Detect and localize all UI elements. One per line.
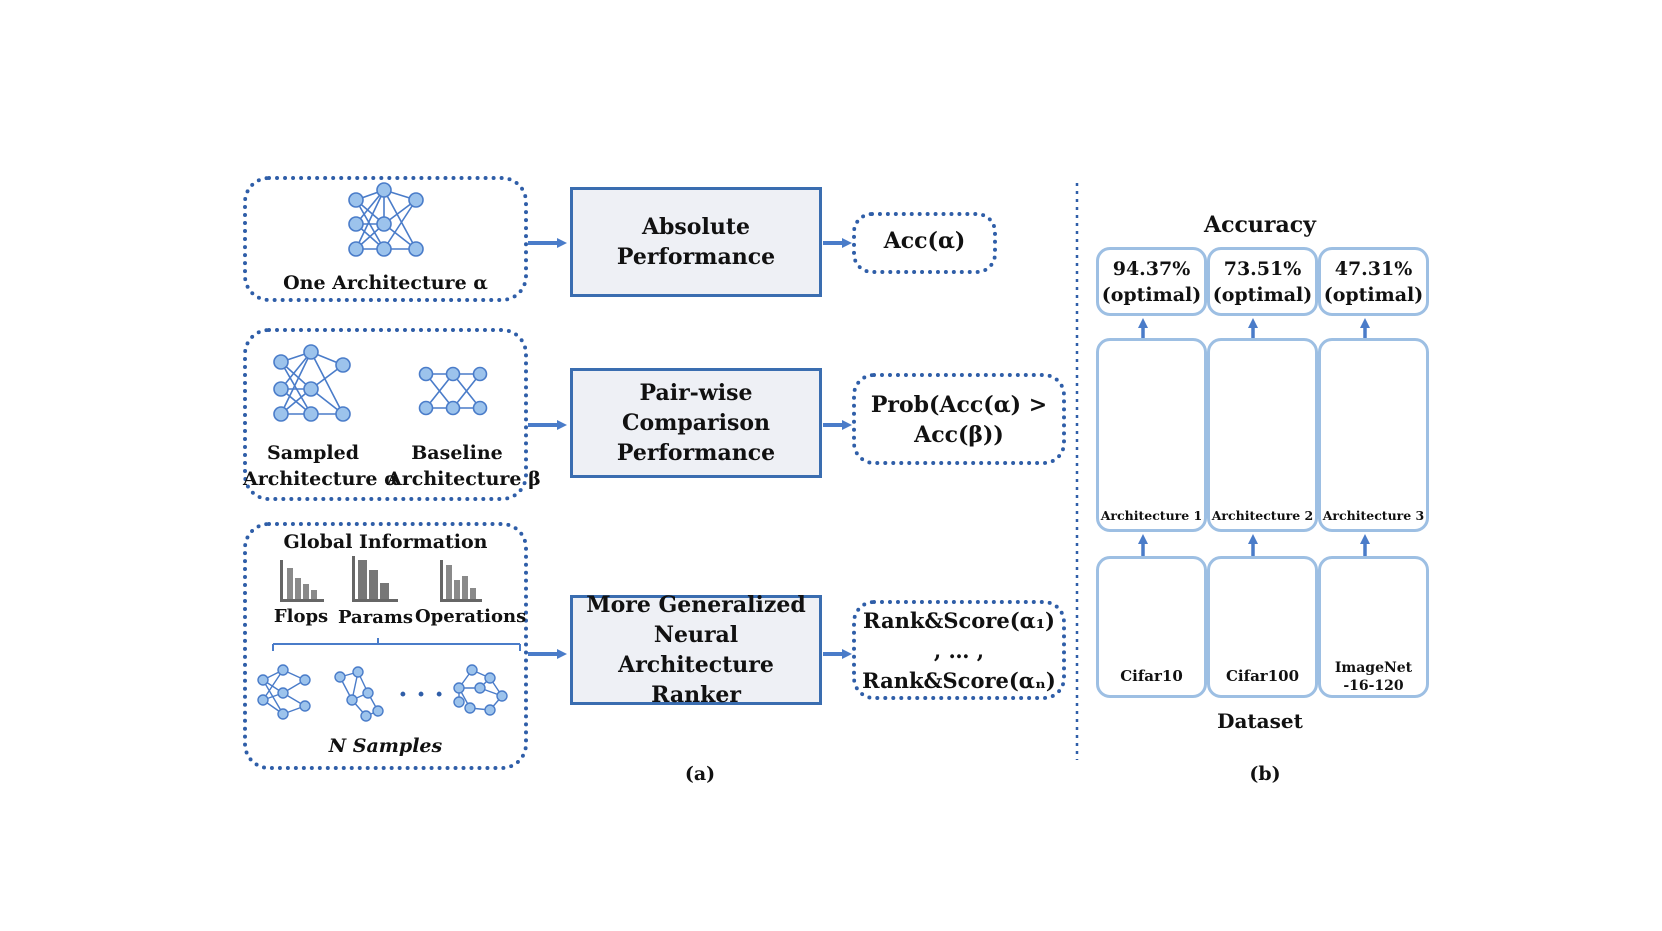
network-icon-sampled <box>273 344 351 422</box>
output-line: Rank&Score(αₙ) <box>862 668 1056 693</box>
method-line: Comparison <box>621 410 771 436</box>
accuracy-box-2 <box>1207 247 1318 316</box>
sample-network-icon-2 <box>334 666 384 722</box>
method-line: More Generalized <box>586 592 806 618</box>
dataset-label-3: ImageNet -16-120 <box>1318 659 1429 695</box>
pairwise-comparison-box: Pair-wise Comparison Performance <box>570 368 822 478</box>
method-line: Ranker <box>651 682 741 708</box>
global-information-title: Global Information <box>283 531 488 553</box>
architecture-box-1 <box>1096 338 1207 532</box>
method-line: Neural Architecture <box>618 622 774 678</box>
accuracy-line: 47.31% <box>1334 258 1413 280</box>
prob-output-label: Prob(Acc(α) > Acc(β)) <box>852 390 1066 450</box>
accuracy-value-2: 73.51% (optimal) <box>1207 256 1318 308</box>
network-icon-baseline <box>418 366 488 416</box>
architecture-label-2: Architecture 2 <box>1211 508 1314 523</box>
sampled-architecture-label: Sampled Architecture α <box>243 440 399 492</box>
row-arrows <box>528 238 852 659</box>
accuracy-line: 73.51% <box>1223 258 1302 280</box>
network-icon-alpha <box>348 182 424 257</box>
accuracy-title: Accuracy <box>1204 212 1316 238</box>
dataset-label-1: Cifar10 <box>1120 667 1183 685</box>
label-line: Architecture β <box>387 468 541 490</box>
dataset-box-2 <box>1207 556 1318 698</box>
panel-b-arrows <box>1138 318 1370 556</box>
operations-bar-icon <box>440 560 482 602</box>
architecture-box-2 <box>1207 338 1318 532</box>
ellipsis-dots: · · · <box>398 680 444 710</box>
dataset-title: Dataset <box>1217 709 1303 733</box>
global-info-box <box>243 522 528 770</box>
architecture-box-3 <box>1318 338 1429 532</box>
operations-label: Operations <box>415 606 527 627</box>
one-architecture-label: One Architecture α <box>283 272 488 294</box>
pairwise-input-box <box>243 328 528 501</box>
one-architecture-box <box>243 176 528 302</box>
dataset-line: -16-120 <box>1343 678 1404 694</box>
accuracy-line: 94.37% <box>1112 258 1191 280</box>
accuracy-box-1 <box>1096 247 1207 316</box>
label-line: Architecture α <box>243 468 399 490</box>
acc-output-box <box>852 212 997 274</box>
accuracy-line: (optimal) <box>1101 284 1202 306</box>
output-line: Rank&Score(α₁) <box>863 608 1055 633</box>
accuracy-line: (optimal) <box>1212 284 1313 306</box>
params-bar-icon <box>352 556 398 602</box>
generalized-ranker-box: More Generalized Neural Architecture Ran… <box>570 592 822 708</box>
acc-output-label: Acc(α) <box>883 228 966 254</box>
params-label: Params <box>338 607 414 628</box>
output-line: , … , <box>933 638 985 663</box>
method-line: Pair-wise <box>639 380 753 406</box>
method-line: Performance <box>616 244 776 270</box>
architecture-label-3: Architecture 3 <box>1322 508 1425 523</box>
sample-network-icon-3 <box>453 664 508 716</box>
accuracy-value-1: 94.37% (optimal) <box>1096 256 1207 308</box>
rank-output-label: Rank&Score(α₁) , … , Rank&Score(αₙ) <box>852 606 1066 696</box>
label-line: Sampled <box>266 442 359 464</box>
rank-output-box <box>852 600 1066 700</box>
brace-line <box>272 638 521 651</box>
dataset-box-1 <box>1096 556 1207 698</box>
method-line: Performance <box>616 440 776 466</box>
method-line: Absolute <box>641 214 750 240</box>
caption-a: (a) <box>684 763 716 785</box>
prob-output-box <box>852 373 1066 465</box>
dataset-box-3 <box>1318 556 1429 698</box>
dataset-line: ImageNet <box>1334 660 1413 676</box>
accuracy-box-3 <box>1318 247 1429 316</box>
accuracy-line: (optimal) <box>1323 284 1424 306</box>
caption-b: (b) <box>1249 763 1281 785</box>
sample-network-icon-1 <box>257 664 311 720</box>
accuracy-value-3: 47.31% (optimal) <box>1318 256 1429 308</box>
label-line: Baseline <box>411 442 503 464</box>
architecture-label-1: Architecture 1 <box>1100 508 1203 523</box>
dataset-label-2: Cifar100 <box>1225 667 1300 685</box>
n-samples-label: N Samples <box>328 735 443 757</box>
output-line: Prob(Acc(α) > <box>870 392 1048 418</box>
flops-label: Flops <box>273 606 329 627</box>
flops-bar-icon <box>280 560 324 602</box>
output-line: Acc(β)) <box>914 422 1004 448</box>
baseline-architecture-label: Baseline Architecture β <box>387 440 541 492</box>
